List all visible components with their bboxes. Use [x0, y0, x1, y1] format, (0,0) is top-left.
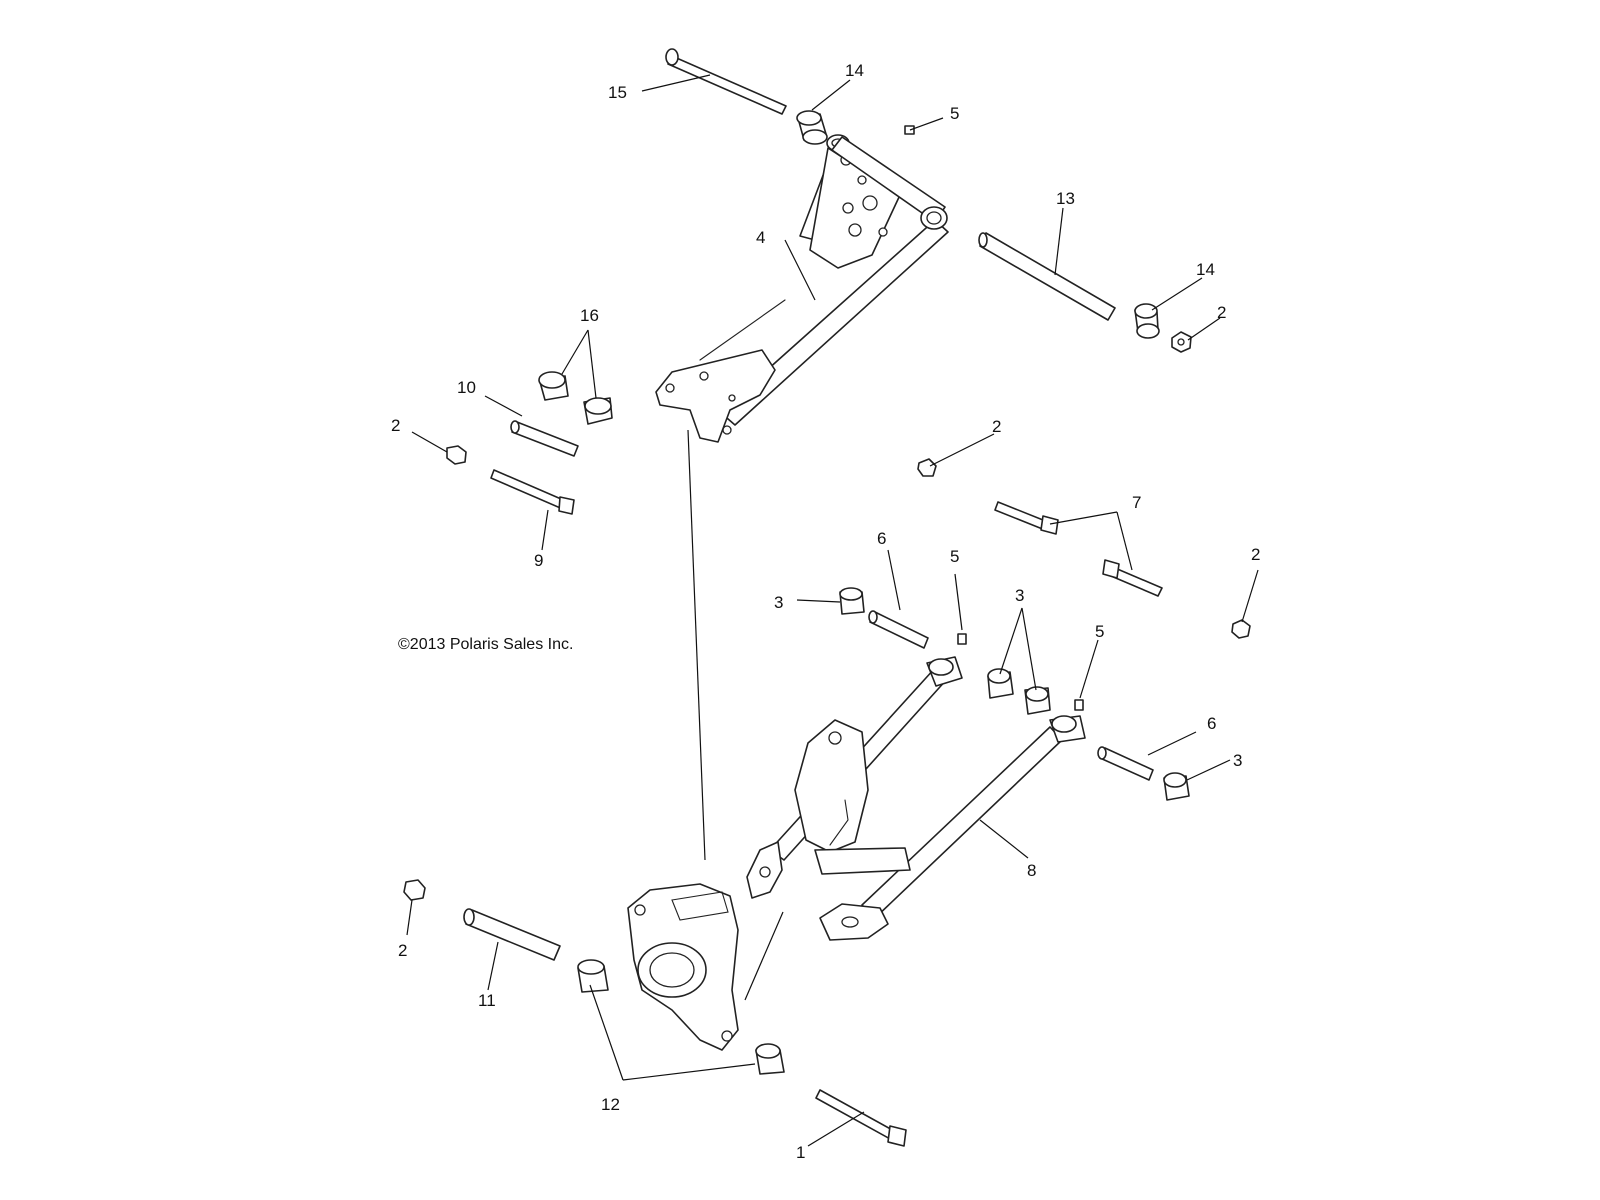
callout-7: 7: [1132, 493, 1141, 512]
bushing-3-right[interactable]: [1163, 772, 1190, 801]
bushing-12-left[interactable]: [577, 959, 609, 993]
bushing-14-top[interactable]: [796, 110, 828, 145]
callout-3-pair: 3: [1015, 586, 1024, 605]
sleeve-10[interactable]: [510, 420, 579, 457]
bushing-12-right[interactable]: [755, 1043, 785, 1075]
bolt-7[interactable]: [994, 501, 1163, 597]
callout-2-right: 2: [1251, 545, 1260, 564]
callout-12: 12: [601, 1095, 620, 1114]
sleeve-13[interactable]: [978, 232, 1116, 321]
upper-control-arm[interactable]: [655, 134, 949, 443]
callout-2-middle: 2: [992, 417, 1001, 436]
grease-fitting-5-mid[interactable]: [957, 633, 967, 645]
bolt-15[interactable]: [665, 48, 787, 115]
callout-5-top: 5: [950, 104, 959, 123]
callout-8: 8: [1027, 861, 1036, 880]
callout-1: 1: [796, 1143, 805, 1162]
callout-4: 4: [756, 228, 765, 247]
callout-6-left: 6: [877, 529, 886, 548]
bushing-16[interactable]: [538, 371, 613, 425]
callout-15: 15: [608, 83, 627, 102]
callout-2-left: 2: [391, 416, 400, 435]
callout-9: 9: [534, 551, 543, 570]
callout-5-right: 5: [1095, 622, 1104, 641]
nut-2-right-mid[interactable]: [1231, 619, 1251, 639]
bushing-3-left[interactable]: [839, 587, 865, 615]
callout-2-lower-left: 2: [398, 941, 407, 960]
bushing-14-right[interactable]: [1134, 303, 1160, 339]
copyright-text: ©2013 Polaris Sales Inc.: [398, 636, 573, 653]
nut-2-middle[interactable]: [917, 458, 937, 477]
nut-2-left[interactable]: [446, 445, 467, 465]
callout-14-top: 14: [845, 61, 864, 80]
callout-13: 13: [1056, 189, 1075, 208]
callout-14-right: 14: [1196, 260, 1215, 279]
bolt-1[interactable]: [815, 1089, 907, 1147]
callout-labels: 15 14 5 13 4 14 2 16 10 2 2 7 9 6 5 2 3 …: [391, 61, 1260, 1162]
callout-3-left: 3: [774, 593, 783, 612]
grease-fitting-5-right[interactable]: [1074, 699, 1084, 711]
grease-fitting-5-top[interactable]: [904, 125, 915, 135]
sleeve-11[interactable]: [463, 908, 561, 961]
lower-control-arm[interactable]: [746, 656, 1086, 941]
callout-16: 16: [580, 306, 599, 325]
callout-3-right: 3: [1233, 751, 1242, 770]
nut-2-upper-right[interactable]: [1171, 331, 1192, 353]
alignment-lines: [687, 429, 784, 1001]
callout-5-mid: 5: [950, 547, 959, 566]
nut-2-lower-left[interactable]: [403, 879, 426, 901]
leader-lines: [406, 74, 1259, 1147]
callout-6-right: 6: [1207, 714, 1216, 733]
callout-10: 10: [457, 378, 476, 397]
sleeve-6-left[interactable]: [868, 610, 929, 649]
callout-2-upper-right: 2: [1217, 303, 1226, 322]
hub-knuckle[interactable]: [627, 883, 739, 1051]
sleeve-6-right[interactable]: [1097, 746, 1154, 781]
callout-11: 11: [478, 991, 496, 1010]
bolt-9[interactable]: [490, 469, 575, 515]
bushing-3-pair[interactable]: [987, 668, 1051, 715]
